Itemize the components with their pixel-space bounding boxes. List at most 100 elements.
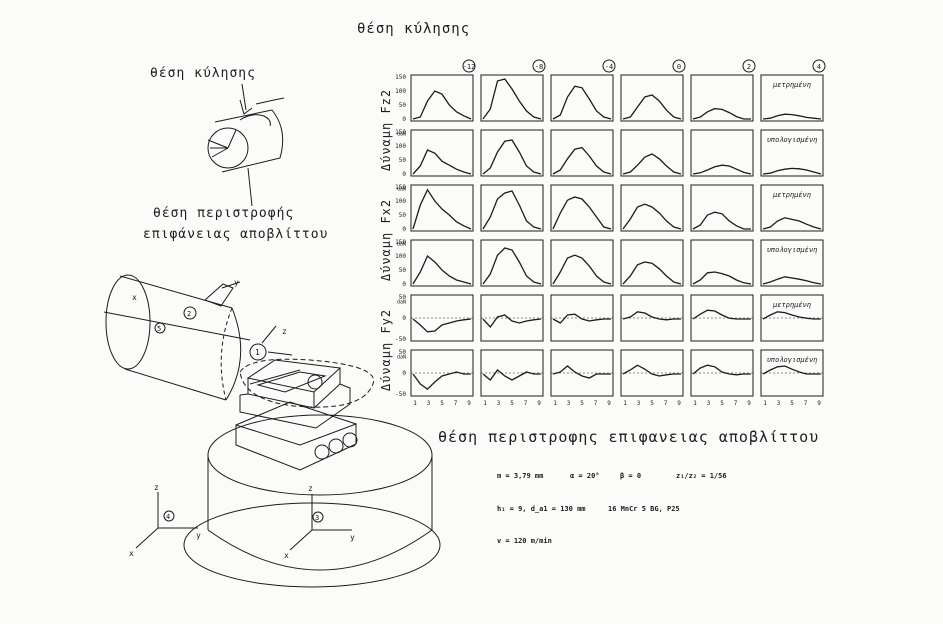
x-tick-label: 5	[440, 400, 444, 407]
plot-cell	[690, 184, 754, 232]
x-tick-label: 5	[510, 400, 514, 407]
column-header-circle	[602, 59, 616, 73]
x-tick-label: 3	[777, 400, 781, 407]
axis-label-y3: y	[234, 278, 239, 287]
y-tick-label: 100	[395, 143, 406, 150]
x-tick-label: 9	[747, 400, 751, 407]
cutting-envelope	[239, 358, 375, 408]
y-tick-label: 0	[402, 171, 406, 178]
force-curve	[692, 271, 752, 285]
plot-cell	[550, 74, 614, 122]
column-header-label: 0	[677, 63, 681, 71]
coordinate-triad-left	[135, 492, 198, 549]
axis-label-z2: z	[308, 484, 313, 493]
param-speed: v = 120 m/min	[497, 537, 552, 545]
y-tick-label: 50	[399, 294, 407, 301]
force-curve	[552, 254, 612, 285]
plot-cell	[620, 74, 684, 122]
force-curve	[692, 211, 751, 230]
column-header-circle	[672, 59, 686, 73]
y-tick-label: 0	[402, 226, 406, 233]
force-curve	[412, 149, 472, 175]
y-tick-label: 150	[395, 74, 406, 81]
plot-cell	[690, 74, 754, 122]
hob-sketch	[207, 83, 285, 207]
position-mark-2: 2	[187, 310, 191, 318]
force-curve	[412, 254, 472, 285]
coordinate-triad-right	[289, 494, 352, 551]
plot-cell	[620, 184, 684, 232]
x-tick-label: 3	[707, 400, 711, 407]
plot-cell	[760, 74, 824, 122]
axis-label-x3: x	[132, 293, 137, 302]
row-label: μετρημένη	[772, 191, 811, 199]
column-header-label: -12	[463, 63, 476, 71]
plot-cell	[410, 129, 474, 177]
y-tick-label: 100	[395, 253, 406, 260]
force-curve	[762, 276, 822, 285]
plot-cell	[410, 184, 474, 232]
x-tick-label: 5	[650, 400, 654, 407]
force-curve	[552, 365, 611, 379]
x-tick-label: 9	[607, 400, 611, 407]
y-tick-label: 0	[402, 370, 406, 377]
column-header-label: -4	[605, 63, 613, 71]
axis-label-x2: x	[284, 551, 289, 560]
force-curve	[762, 217, 822, 230]
group-axis-label: Δύναμη Fz2	[379, 89, 393, 171]
force-curve	[622, 94, 682, 120]
y-tick-label: 50	[399, 157, 407, 164]
force-curve	[552, 85, 612, 120]
x-tick-label: 9	[537, 400, 541, 407]
axis-label-y1: y	[196, 531, 201, 540]
plot-cell	[550, 184, 614, 232]
group-axis-label: Δύναμη Fy2	[379, 309, 393, 391]
row-label: μετρημένη	[772, 301, 811, 309]
rotation-label-line1: θέση περιστροφής	[153, 206, 295, 221]
x-tick-label: 5	[790, 400, 794, 407]
position-mark-4: 4	[166, 513, 170, 521]
y-tick-label: 150	[395, 239, 406, 246]
force-curve	[412, 90, 472, 120]
force-curve	[412, 371, 471, 391]
axis-label-z3: z	[282, 327, 287, 336]
plot-cell	[550, 239, 614, 287]
x-tick-label: 9	[817, 400, 821, 407]
y-unit-label: daN	[397, 241, 406, 247]
x-tick-label: 1	[623, 400, 627, 407]
x-tick-label: 1	[413, 400, 417, 407]
plot-cell	[480, 184, 544, 232]
force-curve	[482, 314, 542, 329]
position-mark-3: 3	[315, 514, 319, 522]
column-header-label: -8	[535, 63, 543, 71]
x-tick-label: 5	[580, 400, 584, 407]
position-mark-1: 1	[255, 348, 260, 357]
param-diameter: h₁ = 9, d_a1 = 130 mm	[497, 505, 586, 513]
plot-cell	[480, 239, 544, 287]
x-tick-label: 5	[720, 400, 724, 407]
group-axis-label: Δύναμη Fx2	[379, 199, 393, 281]
force-curve	[552, 146, 612, 175]
x-tick-label: 3	[497, 400, 501, 407]
y-tick-label: 100	[395, 88, 406, 95]
column-header-circle	[532, 59, 546, 73]
top-title: θέση κύλησης	[357, 21, 471, 37]
y-tick-label: 50	[399, 349, 407, 356]
force-curve	[482, 78, 542, 120]
x-tick-label: 7	[734, 400, 738, 407]
plot-cell	[760, 239, 824, 287]
plot-cell	[550, 129, 614, 177]
param-module: m = 3,79 mm	[497, 472, 544, 480]
force-curve	[762, 365, 821, 375]
x-tick-label: 7	[454, 400, 458, 407]
plot-cell	[690, 239, 754, 287]
force-curve	[692, 107, 751, 120]
force-curve	[762, 311, 821, 320]
cut-position-label: θέση κύλησης	[150, 66, 256, 81]
column-header-label: 4	[817, 63, 821, 71]
plot-cell	[620, 239, 684, 287]
x-tick-label: 7	[524, 400, 528, 407]
y-tick-label: 0	[402, 281, 406, 288]
force-curve	[622, 364, 681, 377]
plot-cell	[410, 74, 474, 122]
